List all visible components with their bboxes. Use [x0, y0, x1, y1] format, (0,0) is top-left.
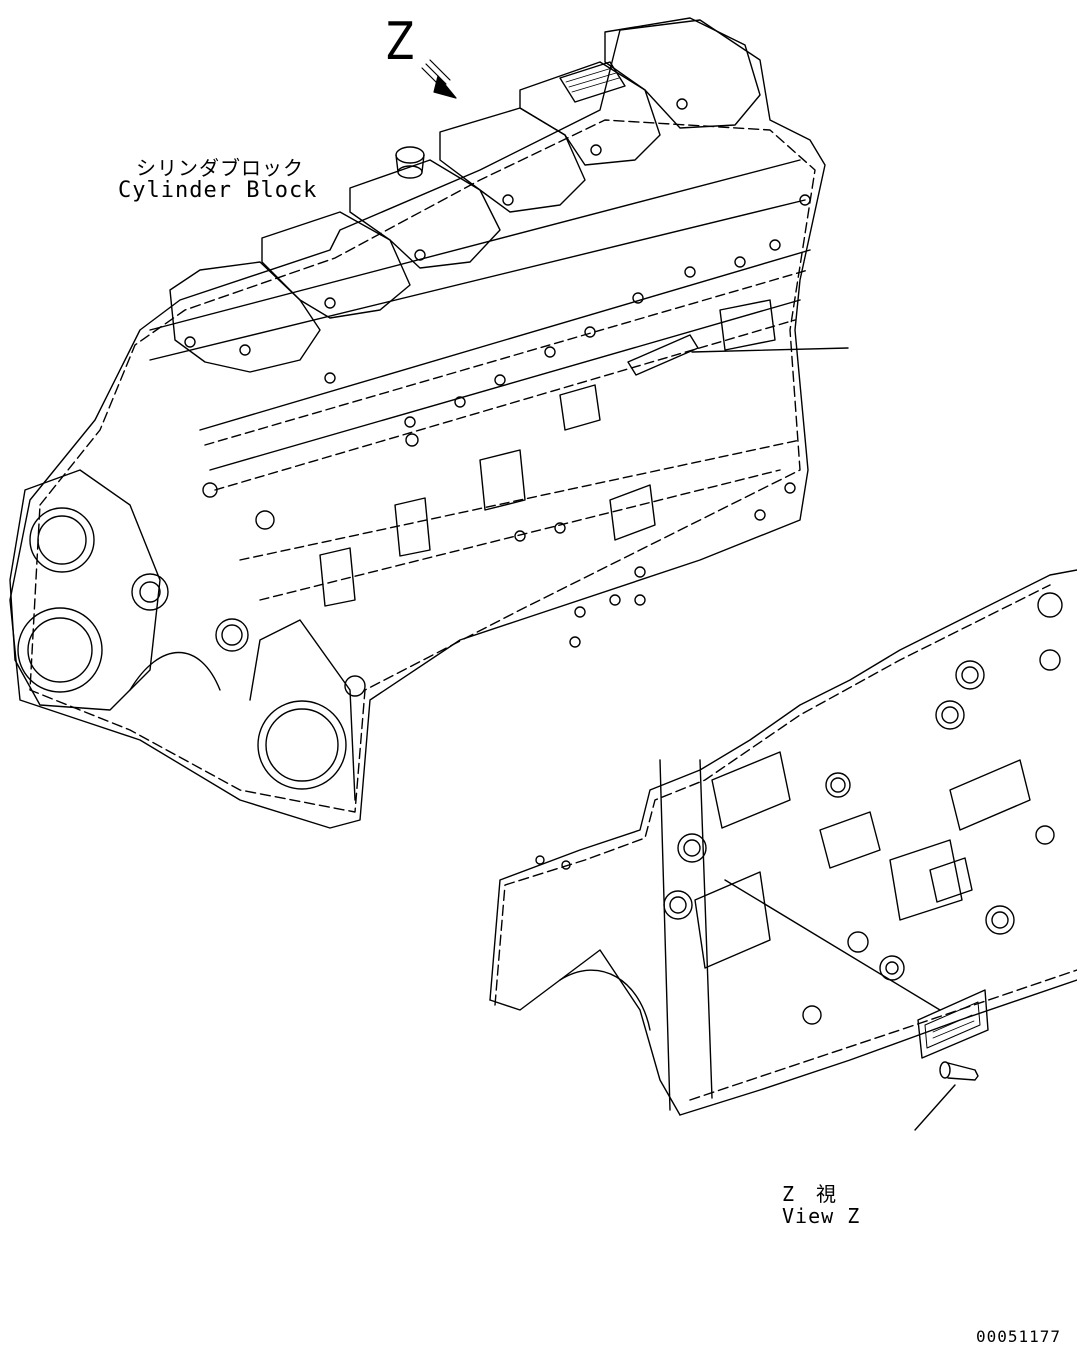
view-z-detail: [489, 569, 1077, 1131]
view-z-label-jp: Z 視: [782, 1182, 838, 1206]
leader-line-block: [691, 347, 849, 353]
view-z-label-en: View Z: [782, 1204, 861, 1228]
figure-number: 00051177: [976, 1327, 1062, 1346]
cylinder-block-label-jp: シリンダブロック: [136, 156, 304, 180]
cylinder-block-label-en: Cylinder Block: [118, 178, 318, 203]
view-marker-label: Z: [386, 12, 415, 72]
hatched-arrow-icon: [421, 59, 457, 99]
engine-assembly: [9, 17, 826, 829]
